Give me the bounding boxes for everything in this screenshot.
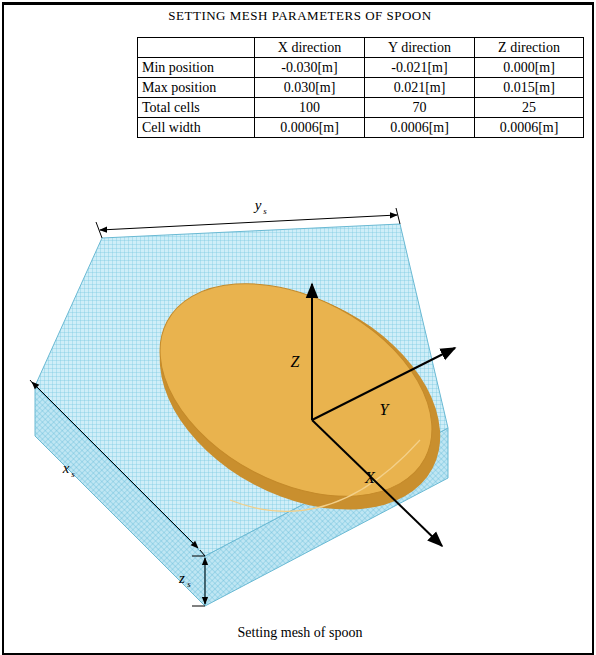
table-text: 0.021[m]	[394, 80, 446, 95]
table-text: Cell width	[142, 120, 201, 135]
dimension-label: x	[63, 460, 70, 477]
table-text: 25	[522, 100, 536, 115]
table-text: 0.015[m]	[503, 80, 555, 95]
axis-label: Y	[380, 401, 389, 419]
table-text: 70	[413, 100, 427, 115]
table-text: Total cells	[142, 100, 200, 115]
table-text: X direction	[278, 40, 341, 55]
table-cell: Max position	[138, 78, 255, 98]
dimension-subscript: s	[71, 469, 75, 479]
table-cell: 25	[475, 98, 584, 118]
table-cell: 0.030[m]	[255, 78, 365, 98]
dimension-label: z	[179, 570, 185, 587]
table-text: 0.000[m]	[503, 60, 555, 75]
table-text: -0.030[m]	[281, 60, 337, 75]
table-cell: Cell width	[138, 118, 255, 138]
dimension-subscript: s	[187, 579, 191, 589]
table-text: Y direction	[388, 40, 451, 55]
table-cell: 100	[255, 98, 365, 118]
figure-caption: Setting mesh of spoon	[238, 625, 363, 641]
table-cell: 0.0006[m]	[365, 118, 475, 138]
table-cell: Min position	[138, 58, 255, 78]
table-text: 0.0006[m]	[390, 120, 449, 135]
table-text: 0.030[m]	[284, 80, 336, 95]
table-cell: Z direction	[475, 38, 584, 58]
table-cell: 0.015[m]	[475, 78, 584, 98]
dimension-label: y	[255, 197, 262, 214]
table-text: -0.021[m]	[391, 60, 447, 75]
table-text: Max position	[142, 80, 216, 95]
table-cell	[138, 38, 255, 58]
table-cell: -0.021[m]	[365, 58, 475, 78]
table-cell: Total cells	[138, 98, 255, 118]
table-cell: 0.0006[m]	[475, 118, 584, 138]
table-cell: -0.030[m]	[255, 58, 365, 78]
table-cell: Y direction	[365, 38, 475, 58]
axis-label: Z	[291, 353, 300, 371]
dimension-subscript: s	[263, 206, 267, 216]
table-text: 0.0006[m]	[280, 120, 339, 135]
table-cell: 70	[365, 98, 475, 118]
table-cell: 0.000[m]	[475, 58, 584, 78]
table-cell: 0.0006[m]	[255, 118, 365, 138]
table-cell: 0.021[m]	[365, 78, 475, 98]
table-text: 100	[299, 100, 320, 115]
table-text: Min position	[142, 60, 214, 75]
figure-title: SETTING MESH PARAMETERS OF SPOON	[168, 8, 431, 24]
axis-label: X	[365, 469, 375, 487]
table-text: Z direction	[498, 40, 560, 55]
table-text: 0.0006[m]	[500, 120, 559, 135]
parameter-table: X direction Y direction Z directionMin pos…	[137, 37, 584, 138]
table-cell: X direction	[255, 38, 365, 58]
